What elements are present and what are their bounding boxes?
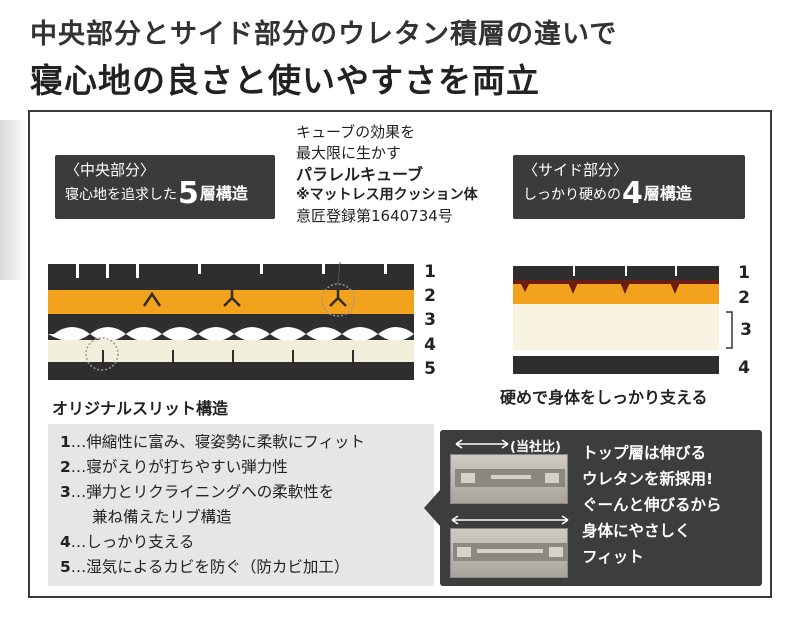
headline-line2: 寝心地の良さと使いやすさを両立	[30, 61, 540, 100]
stretch-comparison-text: トップ層は伸びる ウレタンを新採用! ぐーんと伸びるから 身体にやさしく フィッ…	[582, 440, 758, 570]
feature-list: 1…伸縮性に富み、寝姿勢に柔軟にフィット 2…寝がえりが打ちやすい弾力性 3…弾…	[48, 424, 434, 586]
in-house-comparison-label: (当社比)	[510, 440, 561, 455]
comparison-text-line: ウレタンを新採用!	[582, 470, 714, 488]
left-edge-shadow	[0, 120, 28, 280]
feature-item: 1…伸縮性に富み、寝姿勢に柔軟にフィット	[60, 433, 365, 451]
feature-item: 4…しっかり支える	[60, 533, 195, 551]
center-layer-num-3: 3	[424, 310, 436, 330]
side-layer-num-1: 1	[738, 263, 750, 283]
side-layer-num-2: 2	[738, 288, 750, 308]
center-layer-num-4: 4	[424, 335, 436, 355]
center-part-desc: 寝心地を追求した	[65, 187, 177, 203]
comparison-text-line: 身体にやさしく	[582, 522, 691, 540]
side-part-label: 〈サイド部分〉 しっかり硬めの4層構造	[513, 155, 745, 219]
center-layer-num-1: 1	[424, 262, 436, 282]
center-caption: オリジナルスリット構造	[52, 399, 229, 418]
parallel-cube-callout: キューブの効果を 最大限に生かす パラレルキューブ ※マットレス用クッション体 …	[296, 122, 516, 227]
side-part-bracket: 〈サイド部分〉	[523, 161, 629, 179]
callout-title: パラレルキューブ	[296, 165, 424, 184]
short-stretch-arrow	[455, 439, 509, 449]
side-cross-section-illustration	[513, 266, 719, 374]
callout-line1: キューブの効果を	[296, 123, 416, 141]
side-part-desc: しっかり硬めの	[523, 187, 621, 203]
callout-note: ※マットレス用クッション体	[296, 187, 478, 203]
comparison-text-line: ぐーんと伸びるから	[582, 496, 722, 514]
center-cross-section-illustration	[48, 262, 414, 380]
center-layer-num-5: 5	[424, 359, 436, 379]
stretch-test-photo-before	[450, 454, 568, 504]
comparison-text-line: トップ層は伸びる	[582, 444, 707, 462]
feature-item-continuation: 兼ね備えたリブ構造	[92, 508, 232, 526]
center-part-layer-count: 5	[178, 176, 199, 211]
comparison-pointer	[424, 490, 440, 526]
center-part-label: 〈中央部分〉 寝心地を追求した5層構造	[55, 155, 275, 219]
feature-item: 2…寝がえりが打ちやすい弾力性	[60, 458, 288, 476]
comparison-text-line: フィット	[582, 548, 644, 566]
headline-line1: 中央部分とサイド部分のウレタン積層の違いで	[30, 19, 618, 50]
long-stretch-arrow	[451, 515, 569, 525]
side-part-suffix: 層構造	[643, 184, 692, 203]
side-caption: 硬めで身体をしっかり支える	[500, 388, 708, 407]
callout-registration: 意匠登録第1640734号	[296, 207, 453, 225]
center-part-bracket: 〈中央部分〉	[65, 161, 156, 179]
side-part-layer-count: 4	[622, 176, 643, 211]
center-layer-num-2: 2	[424, 286, 436, 306]
side-layer-num-3: 3	[740, 320, 752, 340]
callout-line2: 最大限に生かす	[296, 144, 402, 162]
stretch-test-photo-after	[450, 528, 568, 578]
side-layer-num-4: 4	[738, 358, 750, 378]
center-part-suffix: 層構造	[199, 184, 248, 203]
side-layer-3-bracket	[726, 311, 733, 349]
stretch-comparison-box: (当社比) トップ層は伸びる ウレタンを新採用! ぐーんと伸びるから 身体にやさ…	[424, 430, 762, 586]
feature-item: 5…湿気によるカビを防ぐ（防カビ加工）	[60, 558, 350, 576]
feature-item: 3…弾力とリクライニングへの柔軟性を	[60, 483, 335, 501]
